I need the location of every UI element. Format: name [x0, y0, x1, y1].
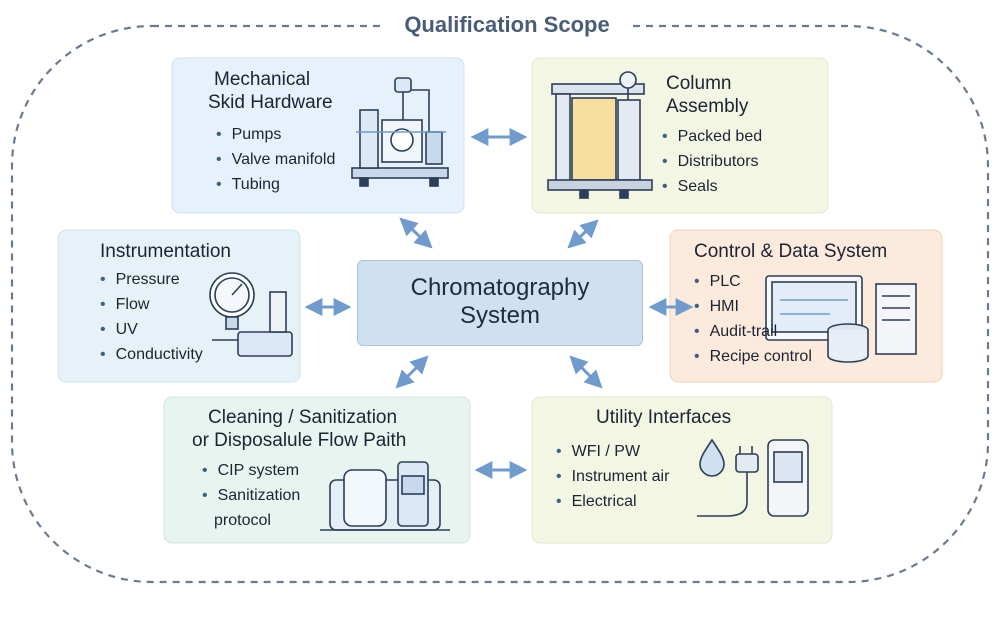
utility-connection-icon: [697, 438, 809, 517]
list-item: protocol: [214, 512, 271, 529]
node-control-data-system: Control & Data System PLC HMI Audit-trai…: [694, 240, 887, 369]
list-item: WFI / PW: [556, 439, 731, 464]
scope-title: Qualification Scope: [386, 12, 628, 38]
node-title: Utility Interfaces: [596, 407, 732, 428]
node-title: Control & Data System: [694, 241, 888, 262]
list-item: Recipe control: [694, 344, 887, 369]
node-title: Instrumentation: [100, 241, 231, 262]
node-title: Column: [666, 73, 732, 94]
node-utility-interfaces: Utility Interfaces WFI / PW Instrument a…: [572, 406, 732, 514]
node-title: Mechanical: [214, 69, 311, 90]
list-item: UV: [100, 317, 231, 342]
scope-boundary: [10, 24, 990, 584]
list-item: Packed bed: [662, 124, 763, 149]
node-mechanical-skid-hardware: Mechanical Skid Hardware Pumps Valve man…: [208, 68, 335, 197]
arrow-column-center: [567, 219, 599, 249]
arrow-center-cleaning: [395, 355, 429, 389]
list-item: PLC: [694, 269, 887, 294]
list-item: Pumps: [216, 122, 335, 147]
list-item: Audit-trail: [694, 319, 887, 344]
node-column-assembly: Column Assembly Packed bed Distributors …: [666, 72, 762, 199]
list-item: Flow: [100, 292, 231, 317]
list-item: Sanitization: [202, 483, 406, 508]
node-instrumentation: Instrumentation Pressure Flow UV Conduct…: [100, 240, 231, 367]
list-item: Tubing: [216, 172, 335, 197]
node-title: Cleaning / Sanitization: [208, 407, 398, 428]
list-item: Valve manifold: [216, 147, 336, 172]
arrow-center-utility: [569, 355, 603, 389]
list-item: CIP system: [202, 458, 406, 483]
list-item: Distributors: [662, 149, 762, 174]
node-title: Assembly: [666, 96, 749, 117]
list-item: Instrument air: [556, 464, 731, 489]
node-title: or Disposalule Flow Paith: [192, 430, 407, 451]
list-item: Pressure: [100, 267, 231, 292]
center-line-1: Chromatography: [410, 274, 590, 301]
node-chromatography-system: Chromatography System: [357, 260, 643, 346]
list-item: Electrical: [556, 489, 731, 514]
list-item: HMI: [694, 294, 887, 319]
skid-hardware-icon: [351, 77, 449, 187]
column-assembly-icon: [547, 71, 653, 199]
list-item: Conductivity: [100, 342, 231, 367]
node-title: Skid Hardware: [208, 92, 333, 113]
arrow-mech-center: [399, 217, 433, 249]
list-item: Seals: [662, 174, 762, 199]
node-cleaning-sanitization: Cleaning / Sanitization or Disposalule F…: [192, 406, 406, 533]
center-line-2: System: [459, 302, 540, 329]
